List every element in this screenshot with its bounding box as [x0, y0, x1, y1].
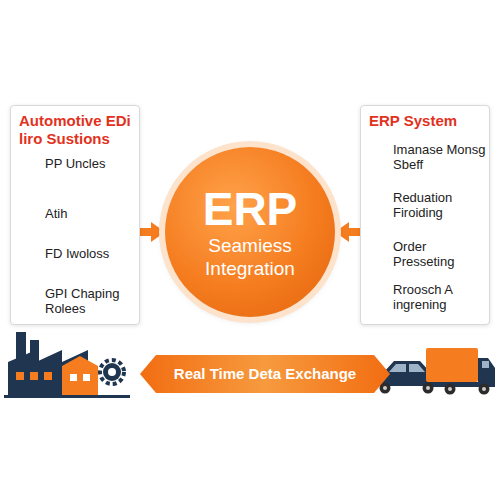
factory-illustration: [100, 360, 124, 384]
vehicles-illustration: [423, 383, 434, 394]
vehicles-illustration: [448, 387, 452, 391]
vehicles-illustration: [389, 364, 425, 372]
factory-illustration: [44, 372, 52, 380]
item-label: PP Uncles: [45, 156, 137, 171]
panel-item: Reduation Firoiding: [393, 190, 487, 220]
factory-illustration: [83, 374, 90, 381]
panel-item: Rroosch A ingrening: [393, 282, 487, 312]
panel-item: Order Presseting: [393, 239, 487, 269]
vehicles-illustration: [479, 384, 490, 395]
integration-circle: ERPSeamiess Integration: [165, 147, 335, 317]
vehicles-illustration: [445, 384, 456, 395]
panel-item: Atih: [45, 206, 137, 221]
item-label: Reduation Firoiding: [393, 190, 487, 220]
flow-arrow: [140, 228, 151, 236]
source-panel: Automotive EDi liro Sustions PP UnclesAti…: [10, 105, 140, 325]
panel-heading: ERP System: [361, 106, 489, 130]
vehicles-illustration: [426, 348, 478, 382]
item-label: Imanase Monsg Sbeff: [393, 142, 487, 172]
factory-illustration: [108, 368, 116, 376]
factory-illustration: [4, 395, 130, 398]
vehicles-illustration: [482, 387, 486, 391]
banner-label: Real Time Deta Exchange: [174, 365, 356, 383]
target-panel: ERP SystemImanase Monsg SbeffReduation F…: [360, 105, 490, 325]
vehicles-illustration: [426, 386, 430, 390]
item-label: Atih: [45, 206, 137, 221]
vehicles-illustration: [383, 386, 387, 390]
item-label: FD Iwoloss: [45, 246, 137, 261]
item-label: GPI Chaping Rolees: [45, 286, 137, 316]
panel-item: PP Uncles: [45, 156, 137, 171]
circle-title: ERP: [203, 184, 298, 234]
circle-subtitle: Seamiess Integration: [185, 234, 315, 280]
vehicles-illustration: [372, 348, 495, 395]
factory-illustration: [70, 374, 77, 381]
factory-illustration: [103, 363, 121, 381]
factory-illustration: [30, 372, 38, 380]
panel-item: GPI Chaping Rolees: [45, 286, 137, 316]
vehicles-illustration: [478, 358, 495, 386]
factory-illustration: [4, 332, 130, 398]
panel-heading: Automotive EDi liro Sustions: [11, 106, 139, 148]
exchange-banner: Real Time Deta Exchange: [140, 355, 390, 393]
vehicles-illustration: [482, 361, 489, 368]
panel-item: Imanase Monsg Sbeff: [393, 142, 487, 172]
item-label: Rroosch A ingrening: [393, 282, 487, 312]
item-label: Order Presseting: [393, 239, 487, 269]
flow-arrow: [349, 228, 360, 236]
panel-item: FD Iwoloss: [45, 246, 137, 261]
factory-illustration: [62, 356, 98, 395]
factory-illustration: [16, 372, 24, 380]
